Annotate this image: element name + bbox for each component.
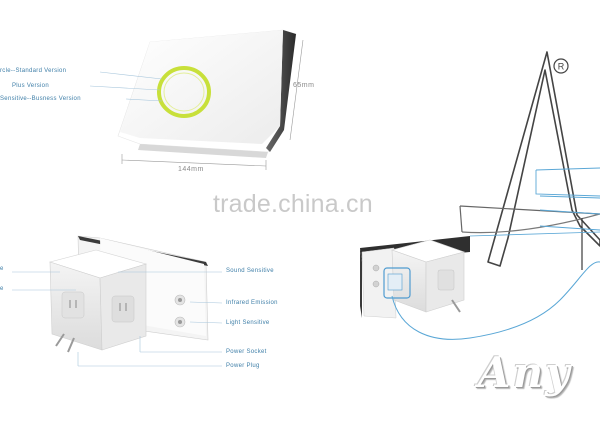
registered-icon: R	[553, 58, 569, 74]
plug-device-left	[12, 235, 223, 367]
brand-wordmark: Any	[478, 348, 572, 397]
width-dimension: 144mm	[178, 166, 204, 173]
callout-left-2: e	[0, 286, 4, 292]
callout-power-plug: Power Plug	[226, 363, 260, 369]
callout-sound-sensitive: Sound Sensitive	[226, 268, 274, 274]
brand-logo-a	[459, 51, 600, 270]
callout-standard-version: rcle--Standard Version	[0, 68, 67, 74]
touch-ring-icon	[157, 66, 211, 118]
height-dimension: 65mm	[293, 82, 315, 89]
callout-left-1: e	[0, 266, 4, 272]
plug-device-right	[360, 231, 600, 340]
callout-infrared-emission: Infrared Emission	[226, 300, 278, 306]
ac-unit-outline	[535, 167, 600, 231]
callout-light-sensitive: Light Sensitive	[226, 320, 270, 326]
callout-plus-version: Plus Version	[12, 83, 49, 89]
callout-business-version: Sensitive--Busness Version	[0, 96, 81, 102]
callout-power-socket: Power Socket	[226, 349, 267, 355]
watermark-text: trade.china.cn	[213, 190, 373, 218]
svg-text:R: R	[558, 62, 565, 72]
top-device	[89, 29, 304, 170]
